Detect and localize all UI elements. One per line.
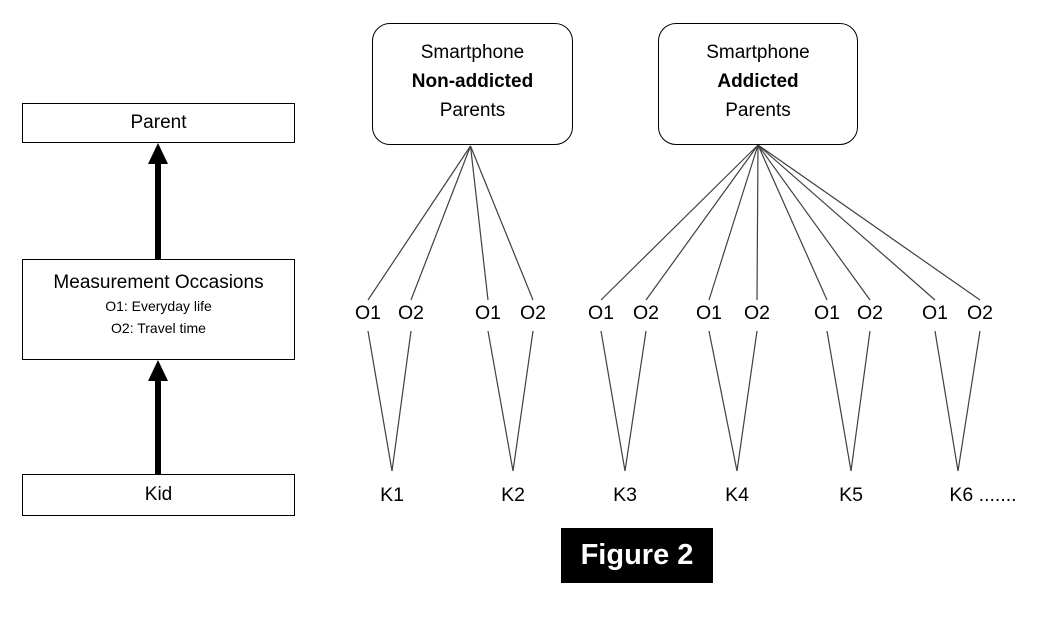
kid-label: K3 xyxy=(613,484,637,506)
measurement-box-title: Measurement Occasions xyxy=(53,272,264,293)
occasion-label: O2 xyxy=(519,302,547,324)
occasion-label: O2 xyxy=(397,302,425,324)
occasion-label: O1 xyxy=(921,302,949,324)
occasion-label: O2 xyxy=(743,302,771,324)
kid-label: K4 xyxy=(725,484,749,506)
measurement-box-line2: O2: Travel time xyxy=(111,320,206,336)
occasion-label: O2 xyxy=(632,302,660,324)
group-box-non-addicted: Smartphone Non-addicted Parents xyxy=(372,23,573,145)
kid-label: K6 ....... xyxy=(949,484,1017,506)
occasion-label: O2 xyxy=(856,302,884,324)
occasion-label: O1 xyxy=(695,302,723,324)
kid-label: K5 xyxy=(839,484,863,506)
occasion-label: O1 xyxy=(474,302,502,324)
measurement-box-line1: O1: Everyday life xyxy=(105,298,212,314)
parent-box: Parent xyxy=(22,103,295,143)
arrow-kid-to-measurement xyxy=(148,360,168,474)
figure-caption: Figure 2 xyxy=(561,528,713,583)
occasion-label: O1 xyxy=(587,302,615,324)
group1-line-top: Smartphone xyxy=(420,42,525,63)
measurement-occasions-box: Measurement Occasions O1: Everyday life … xyxy=(22,259,295,360)
occasion-label: O2 xyxy=(966,302,994,324)
group2-line-top: Smartphone xyxy=(706,42,810,63)
kid-box: Kid xyxy=(22,474,295,516)
group1-line-bottom: Parents xyxy=(439,100,506,121)
fan-lines-group-2 xyxy=(600,144,981,301)
occasion-label: O1 xyxy=(354,302,382,324)
kid-label: K1 xyxy=(380,484,404,506)
kid-label: K2 xyxy=(501,484,525,506)
arrow-measurement-to-parent xyxy=(148,143,168,259)
group2-line-bottom: Parents xyxy=(725,100,791,121)
occasion-to-kid-lines xyxy=(367,330,981,472)
fan-lines-group-1 xyxy=(367,145,534,301)
occasion-label: O1 xyxy=(813,302,841,324)
parent-box-label: Parent xyxy=(130,112,187,133)
group-box-addicted: Smartphone Addicted Parents xyxy=(658,23,858,145)
kid-box-label: Kid xyxy=(144,484,173,505)
group1-line-middle: Non-addicted xyxy=(411,71,534,92)
group2-line-middle: Addicted xyxy=(717,71,799,92)
